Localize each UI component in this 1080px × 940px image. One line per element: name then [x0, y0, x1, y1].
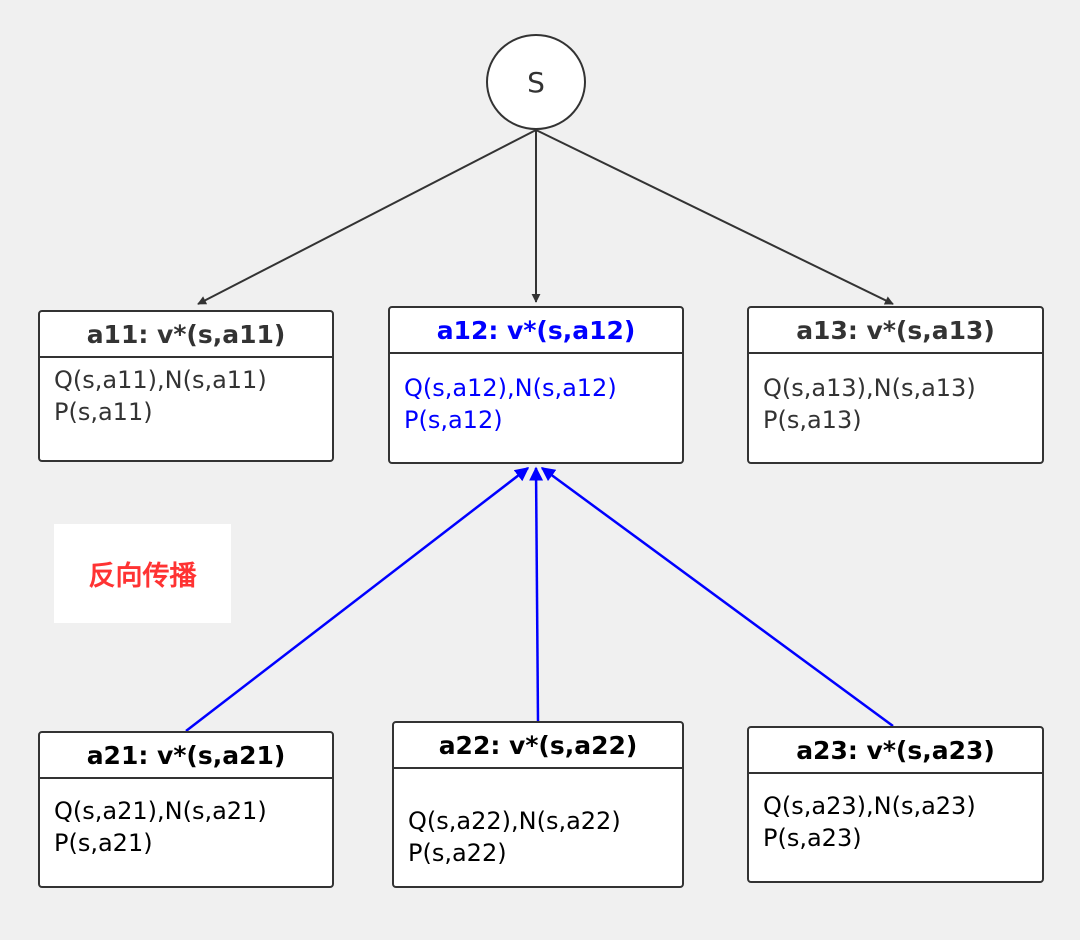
node-a13-qn: Q(s,a13),N(s,a13) — [763, 374, 976, 402]
node-a13[interactable]: a13: v*(s,a13) Q(s,a13),N(s,a13) P(s,a13… — [747, 306, 1044, 464]
edge-s-a13 — [535, 129, 894, 305]
node-a22-qn: Q(s,a22),N(s,a22) — [408, 807, 621, 835]
node-a11-body: Q(s,a11),N(s,a11) P(s,a11) — [54, 364, 326, 428]
node-a23-body: Q(s,a23),N(s,a23) P(s,a23) — [763, 790, 1036, 854]
node-a21[interactable]: a21: v*(s,a21) Q(s,a21),N(s,a21) P(s,a21… — [38, 731, 334, 888]
node-a13-p: P(s,a13) — [763, 406, 862, 434]
node-a22-body: Q(s,a22),N(s,a22) P(s,a22) — [408, 805, 676, 869]
node-a23-qn: Q(s,a23),N(s,a23) — [763, 792, 976, 820]
node-a11-qn: Q(s,a11),N(s,a11) — [54, 366, 267, 394]
node-a21-qn: Q(s,a21),N(s,a21) — [54, 797, 267, 825]
backprop-annotation: 反向传播 — [54, 524, 231, 623]
edge-a22-a12 — [529, 466, 544, 722]
node-a13-body: Q(s,a13),N(s,a13) P(s,a13) — [763, 372, 1036, 436]
node-a12[interactable]: a12: v*(s,a12) Q(s,a12),N(s,a12) P(s,a12… — [388, 306, 684, 464]
edge-a21-a12 — [185, 467, 530, 732]
node-a21-p: P(s,a21) — [54, 829, 153, 857]
node-a11-p: P(s,a11) — [54, 398, 153, 426]
node-a22-p: P(s,a22) — [408, 839, 507, 867]
root-node-label: S — [527, 65, 545, 99]
node-a12-body: Q(s,a12),N(s,a12) P(s,a12) — [404, 372, 676, 436]
node-a12-p: P(s,a12) — [404, 406, 503, 434]
edge-s-a11 — [197, 129, 537, 305]
node-a23[interactable]: a23: v*(s,a23) Q(s,a23),N(s,a23) P(s,a23… — [747, 726, 1044, 883]
node-a22[interactable]: a22: v*(s,a22) Q(s,a22),N(s,a22) P(s,a22… — [392, 721, 684, 888]
node-a13-title: a13: v*(s,a13) — [749, 308, 1042, 354]
node-a21-body: Q(s,a21),N(s,a21) P(s,a21) — [54, 795, 326, 859]
root-node-s[interactable]: S — [486, 34, 586, 130]
node-a12-title: a12: v*(s,a12) — [390, 308, 682, 354]
node-a12-qn: Q(s,a12),N(s,a12) — [404, 374, 617, 402]
edge-a23-a12 — [540, 466, 894, 728]
node-a22-title: a22: v*(s,a22) — [394, 723, 682, 769]
node-a11-title: a11: v*(s,a11) — [40, 312, 332, 358]
node-a23-p: P(s,a23) — [763, 824, 862, 852]
node-a11[interactable]: a11: v*(s,a11) Q(s,a11),N(s,a11) P(s,a11… — [38, 310, 334, 462]
backprop-label: 反向传播 — [88, 561, 197, 592]
node-a23-title: a23: v*(s,a23) — [749, 728, 1042, 774]
node-a21-title: a21: v*(s,a21) — [40, 733, 332, 779]
